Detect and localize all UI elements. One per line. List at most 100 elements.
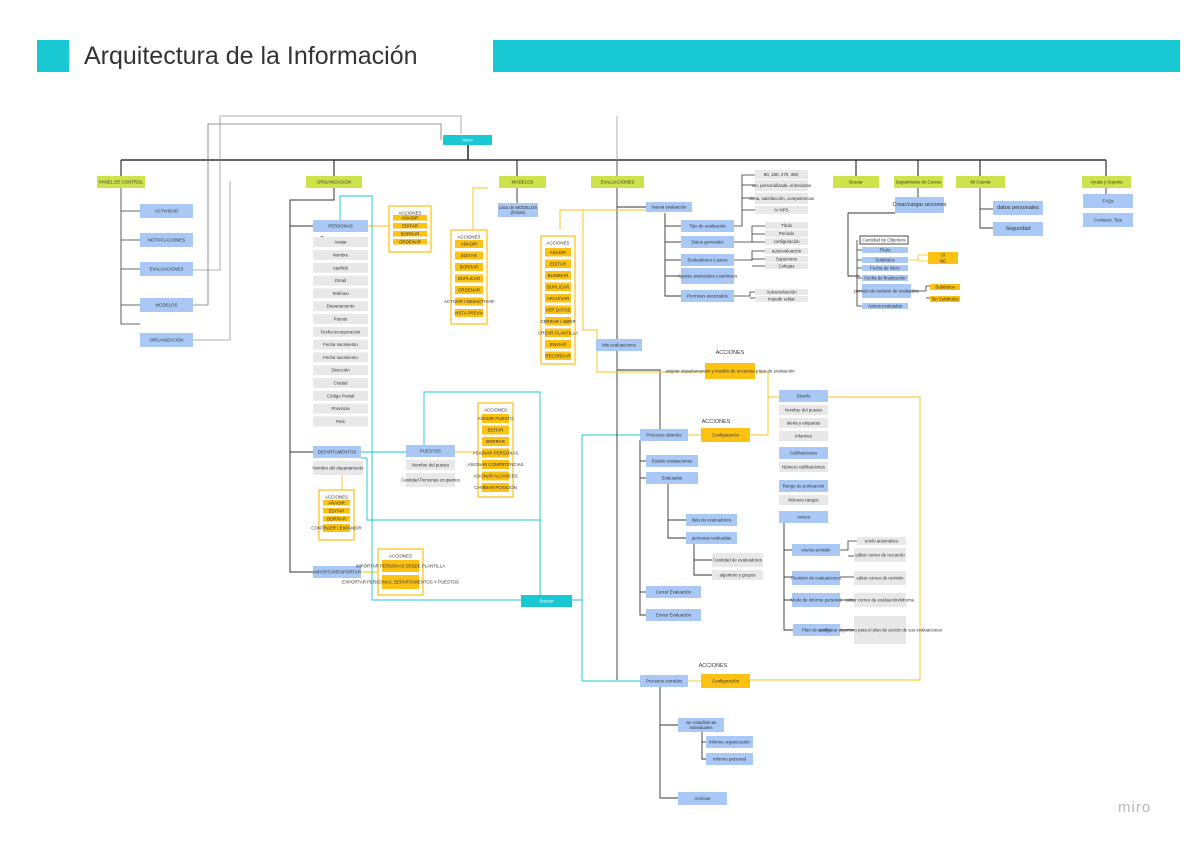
node-p3: Email xyxy=(313,275,368,286)
node-label: MODELOS xyxy=(512,180,534,185)
node-proc-abiertos: Procesos abiertos xyxy=(640,429,688,441)
node-label: Provincia xyxy=(331,406,350,411)
node-label: Procesos abiertos xyxy=(646,433,682,438)
node-pua7: CAMBIAR POSICIÓN xyxy=(474,483,517,492)
node-label: AÑADIR xyxy=(461,242,478,247)
node-label: lista de evaluadores xyxy=(692,518,732,523)
node-label: Datos generales xyxy=(692,240,725,245)
node-label: Buscar xyxy=(540,599,554,604)
node-pm2: Impedir editar xyxy=(755,296,808,302)
node-label: Enviar Evaluación xyxy=(656,613,692,618)
node-label: Avatar xyxy=(334,240,347,245)
node-tipo-eval: Tipo de evaluación xyxy=(681,220,734,232)
node-label: Sí xyxy=(941,253,946,258)
node-puestos: PUESTOS xyxy=(406,445,455,457)
node-ma2: EDITAR xyxy=(455,251,483,260)
node-pua6: ASIGNAR ALCANCES xyxy=(473,471,518,481)
node-label: Apellido xyxy=(333,265,349,270)
node-av1: envío automático xyxy=(857,537,906,545)
node-p8: Fecha nacimiento xyxy=(313,339,368,350)
node-label: Mi Cuenta xyxy=(970,180,991,185)
node-label: MODELOS xyxy=(156,303,178,308)
node-label: ORGANIZACIÓN xyxy=(150,338,184,343)
node-ma7: VISTA PREVIA xyxy=(454,309,484,317)
connector xyxy=(667,484,686,539)
node-label: Diseño xyxy=(797,394,811,399)
node-label: Superiores xyxy=(776,257,798,262)
node-ep2: Superiores xyxy=(765,256,808,262)
connector xyxy=(659,686,678,799)
node-rango2: Número rangos xyxy=(779,495,828,505)
node-seg-btn: Crear/cargar acciones xyxy=(892,197,947,213)
node-label: ARCHIVAR xyxy=(547,296,569,301)
node-label: ACTIVAR / DESACTIVAR xyxy=(444,299,494,304)
node-ma3: BORRAR xyxy=(455,263,483,271)
node-t4: % NPS xyxy=(755,206,808,214)
node-seg-list: Cantidad de Objetivos xyxy=(859,235,909,245)
node-label: ver estadísticas xyxy=(686,720,717,725)
node-estado-eval: Estado evaluaciones xyxy=(646,455,698,467)
node-lista-eval: lista de evaluadores xyxy=(686,514,737,526)
connector xyxy=(176,123,442,306)
node-pa3: BORRAR xyxy=(393,231,427,237)
node-label: AÑADIR xyxy=(328,500,345,505)
node-pa1: AÑADIR xyxy=(393,215,427,221)
node-label: ELIMINAR xyxy=(548,273,569,278)
node-da3: BORRAR xyxy=(323,516,350,522)
node-label: Nombre del departamento xyxy=(312,466,364,471)
node-label: Cerrar Evaluación xyxy=(656,590,692,595)
node-ea6: VER DATOS xyxy=(545,305,571,314)
connector xyxy=(701,732,706,760)
node-label: EDITAR xyxy=(329,508,345,513)
node-ea5: ARCHIVAR xyxy=(545,294,571,303)
node-ayuda: Ayuda y Soporte xyxy=(1082,176,1131,188)
node-label: Cantidad de Objetivos xyxy=(862,238,906,243)
node-departamentos: DEPARTAMENTOS xyxy=(313,446,361,458)
node-label: Fecha de inicio xyxy=(870,266,900,271)
node-contacto: Contacto, Tips xyxy=(1083,213,1133,227)
node-label: Revisión de evaluaciones xyxy=(791,576,842,581)
node-p14: País xyxy=(313,416,368,427)
node-avatar: Avatar xyxy=(313,237,368,247)
node-root: Inicio xyxy=(443,135,492,145)
node-label: PERSONAS xyxy=(328,224,352,229)
node-pua5: ASIGNAR COMPETENCIAS xyxy=(467,460,524,469)
node-ea9: ENVIAR xyxy=(545,340,571,349)
node-label: Ciudad xyxy=(334,381,348,386)
node-dep-nombre: Nombre del departamento xyxy=(312,461,364,475)
node-label: Procesos cerrados xyxy=(646,679,683,684)
connector xyxy=(755,371,779,398)
node-buscar: Buscar xyxy=(833,176,879,188)
node-label: Cantidad de evaluadores xyxy=(713,558,763,563)
node-p10: Dirección xyxy=(313,365,368,376)
node-label: algoritmo y grupos xyxy=(719,573,756,578)
node-label: Lista de MODELOS xyxy=(499,205,538,210)
node-dg1: Título xyxy=(765,222,808,229)
node-label: Número calificaciones xyxy=(782,465,826,470)
node-label: País xyxy=(336,419,346,424)
node-organizacion: ORGANIZACIÓN xyxy=(306,176,362,188)
node-informe-org: informe organización xyxy=(706,736,753,748)
actions-label: ACCIONES xyxy=(325,495,348,500)
node-label: configuración xyxy=(773,239,800,244)
node-label: configurar algoritmo para el plan de acc… xyxy=(818,628,943,633)
node-eval-puestos: Evaluadores y pares xyxy=(681,254,734,266)
node-ea1: AÑADIR xyxy=(545,248,571,257)
actions-label: ACCIONES xyxy=(547,241,570,246)
node-panel: PANEL DE CONTROL xyxy=(97,176,145,188)
node-configuracion: Configuración xyxy=(701,428,750,442)
node-label: Ayuda y Soporte xyxy=(1090,180,1123,185)
node-numero-calif: Número calificaciones xyxy=(779,462,828,472)
node-buscar-org: Buscar xyxy=(521,595,572,607)
node-label: periodo de revisión de evaluados xyxy=(854,289,919,294)
node-label: Fecha de finalización xyxy=(864,276,906,281)
node-ea3: ELIMINAR xyxy=(545,271,571,280)
connector xyxy=(734,250,765,261)
node-label: Fecha nacimiento xyxy=(323,355,358,360)
node-sy4: Sin Subtítulos xyxy=(930,296,960,302)
node-label: RECORDAR xyxy=(545,353,570,358)
node-label: EVALUACIONES xyxy=(150,267,184,272)
node-pa4: ORDENAR xyxy=(393,239,427,245)
node-evaluados: Evaluados xyxy=(646,472,698,484)
